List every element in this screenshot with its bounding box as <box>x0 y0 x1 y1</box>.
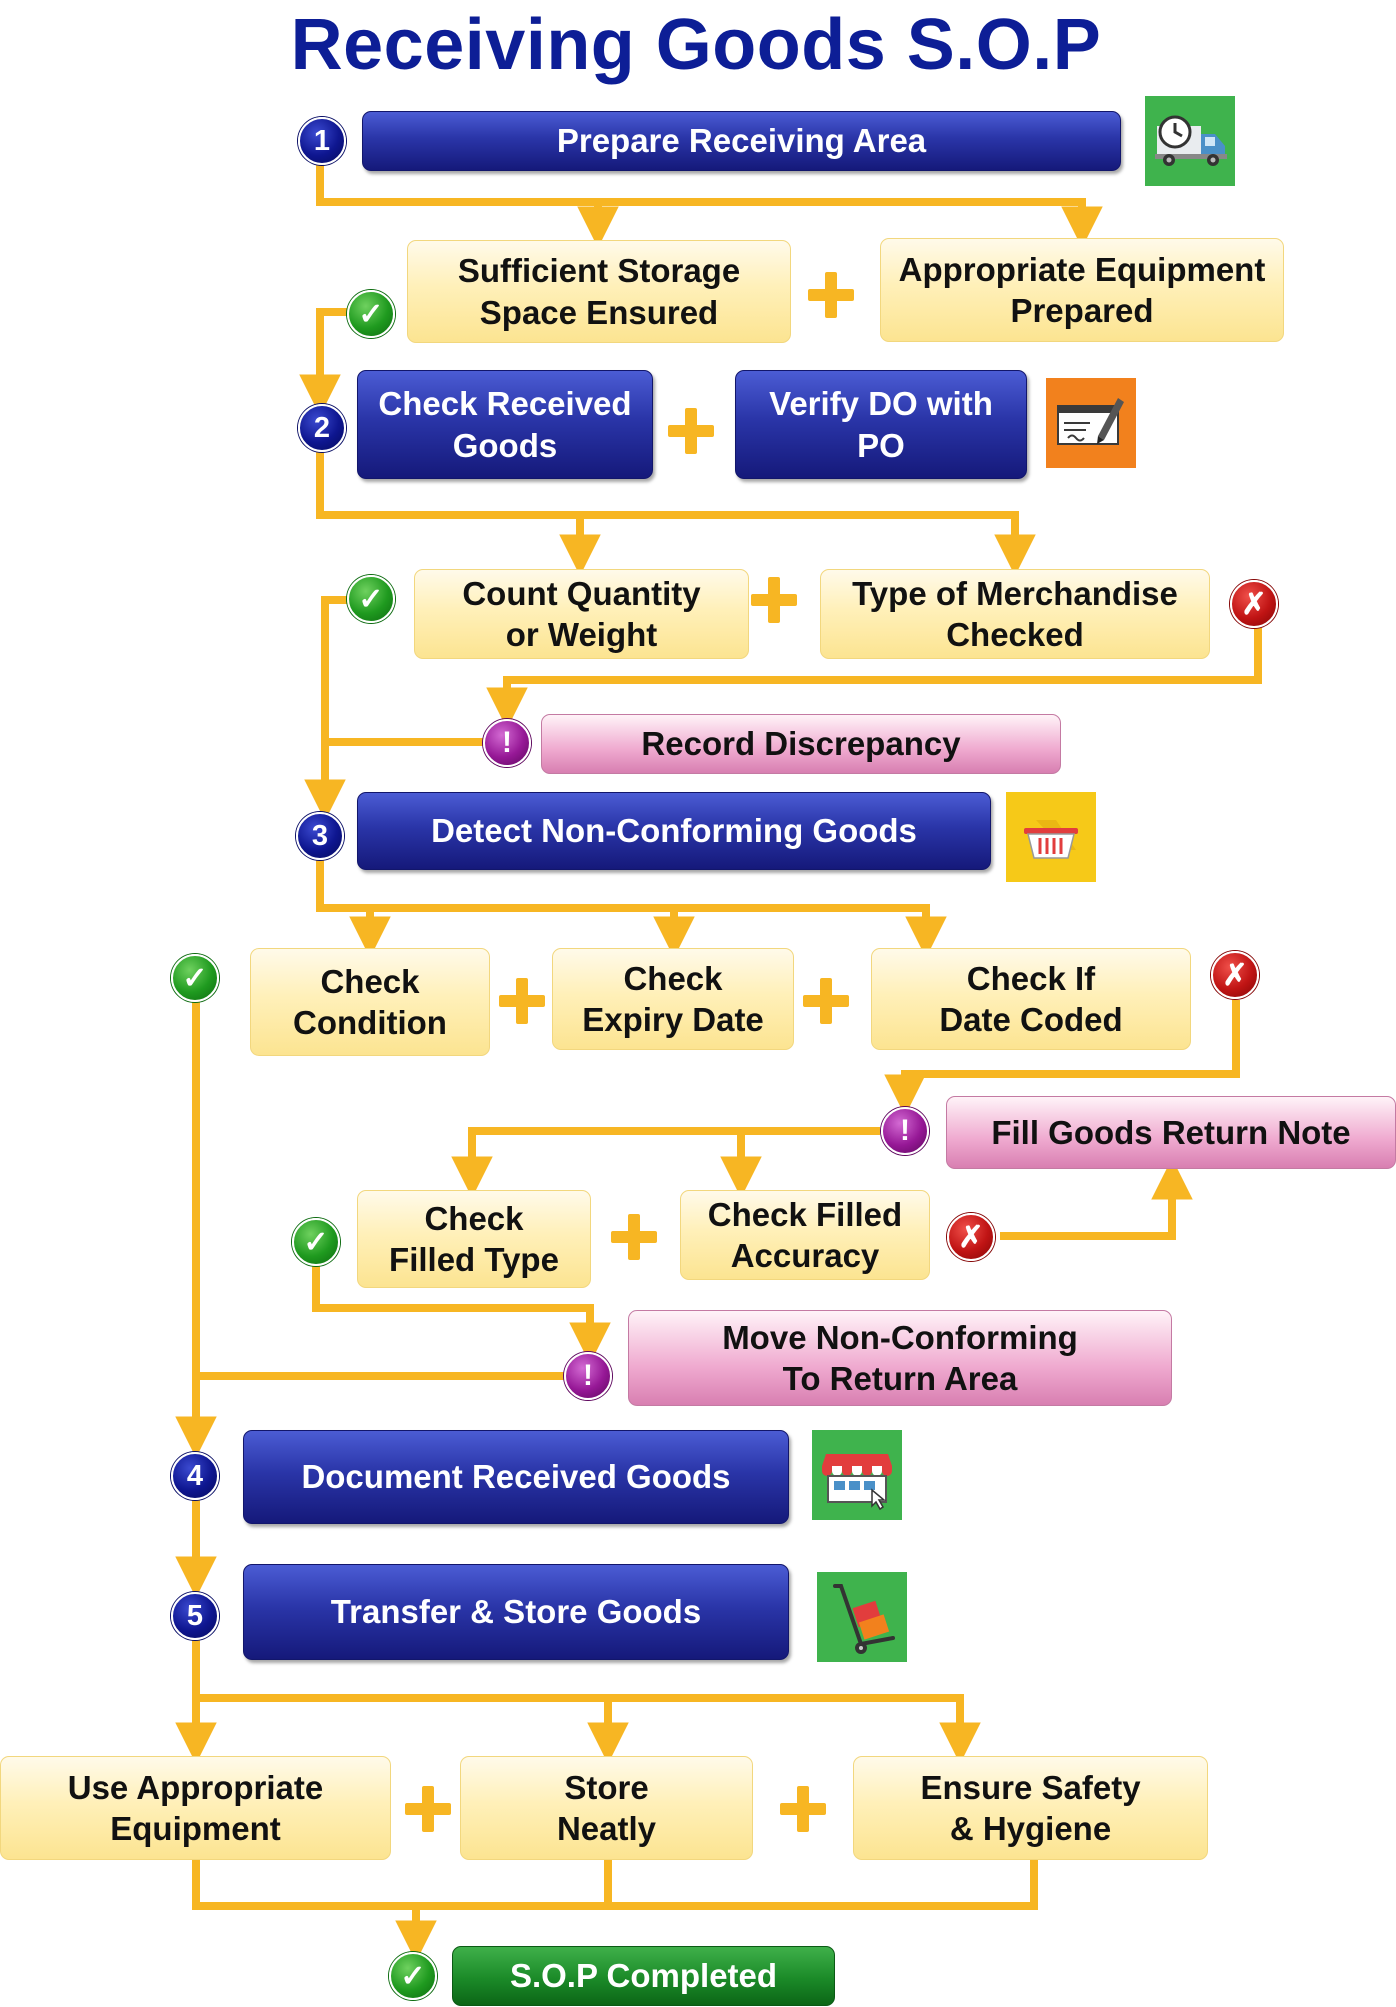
ok-icon: ✓ <box>292 1218 340 1266</box>
step-4-badge: 4 <box>171 1452 219 1500</box>
plus-icon <box>780 1786 826 1832</box>
ok-icon: ✓ <box>389 1952 437 2000</box>
check-date-coded: Check If Date Coded <box>871 948 1191 1050</box>
step-transfer-store-goods: Transfer & Store Goods <box>243 1564 789 1660</box>
plus-icon <box>668 408 714 454</box>
fail-icon: ✗ <box>1230 580 1278 628</box>
plus-icon <box>751 577 797 623</box>
action-record-discrepancy: Record Discrepancy <box>541 714 1061 774</box>
fail-icon: ✗ <box>947 1213 995 1261</box>
action-fill-goods-return-note: Fill Goods Return Note <box>946 1096 1396 1169</box>
plus-icon <box>803 978 849 1024</box>
fail-icon: ✗ <box>1211 951 1259 999</box>
warning-icon: ! <box>881 1107 929 1155</box>
cheque-signing-icon <box>1046 378 1136 468</box>
check-filled-type: Check Filled Type <box>357 1190 591 1288</box>
action-move-non-conforming: Move Non-Conforming To Return Area <box>628 1310 1172 1406</box>
hand-truck-icon <box>817 1572 907 1662</box>
step-verify-do-with-po: Verify DO with PO <box>735 370 1027 479</box>
delivery-truck-icon <box>1145 96 1235 186</box>
page-title: Receiving Goods S.O.P <box>290 5 1102 85</box>
connector <box>299 308 355 416</box>
ok-icon: ✓ <box>347 290 395 338</box>
check-equipment-prepared: Appropriate Equipment Prepared <box>880 238 1284 342</box>
warning-icon: ! <box>564 1352 612 1400</box>
step-detect-non-conforming-goods: Detect Non-Conforming Goods <box>357 792 991 870</box>
connector <box>316 452 1036 576</box>
plus-icon <box>499 978 545 1024</box>
step-check-received-goods: Check Received Goods <box>357 370 653 479</box>
plus-icon <box>808 272 854 318</box>
connector <box>192 1640 981 1764</box>
check-condition: Check Condition <box>250 948 490 1056</box>
step-2-badge: 2 <box>298 404 346 452</box>
ok-icon: ✓ <box>347 575 395 623</box>
check-expiry-date: Check Expiry Date <box>552 948 794 1050</box>
shopping-basket-icon <box>1006 792 1096 882</box>
check-filled-accuracy: Check Filled Accuracy <box>680 1190 930 1280</box>
step-1-badge: 1 <box>298 117 346 165</box>
ensure-safety-hygiene: Ensure Safety & Hygiene <box>853 1756 1208 1860</box>
connector <box>316 860 947 958</box>
plus-icon <box>405 1786 451 1832</box>
connector <box>304 596 355 821</box>
online-shop-icon <box>812 1430 902 1520</box>
ok-icon: ✓ <box>171 954 219 1002</box>
step-document-received-goods: Document Received Goods <box>243 1430 789 1524</box>
step-3-badge: 3 <box>296 812 344 860</box>
check-quantity-weight: Count Quantity or Weight <box>414 569 749 659</box>
store-neatly: Store Neatly <box>460 1756 753 1860</box>
connector <box>1000 1158 1193 1240</box>
check-storage-space: Sufficient Storage Space Ensured <box>407 240 791 343</box>
connector <box>192 1860 1038 1910</box>
check-merchandise-type: Type of Merchandise Checked <box>820 569 1210 659</box>
connector <box>486 628 1262 729</box>
connector <box>884 1000 1240 1116</box>
use-appropriate-equipment: Use Appropriate Equipment <box>0 1756 391 1860</box>
step-5-badge: 5 <box>171 1592 219 1640</box>
connector <box>312 1265 611 1364</box>
step-prepare-receiving-area: Prepare Receiving Area <box>362 111 1121 171</box>
sop-completed: S.O.P Completed <box>452 1946 835 2006</box>
plus-icon <box>611 1214 657 1260</box>
connector <box>316 142 1103 248</box>
warning-icon: ! <box>483 719 531 767</box>
connector <box>451 1127 880 1198</box>
